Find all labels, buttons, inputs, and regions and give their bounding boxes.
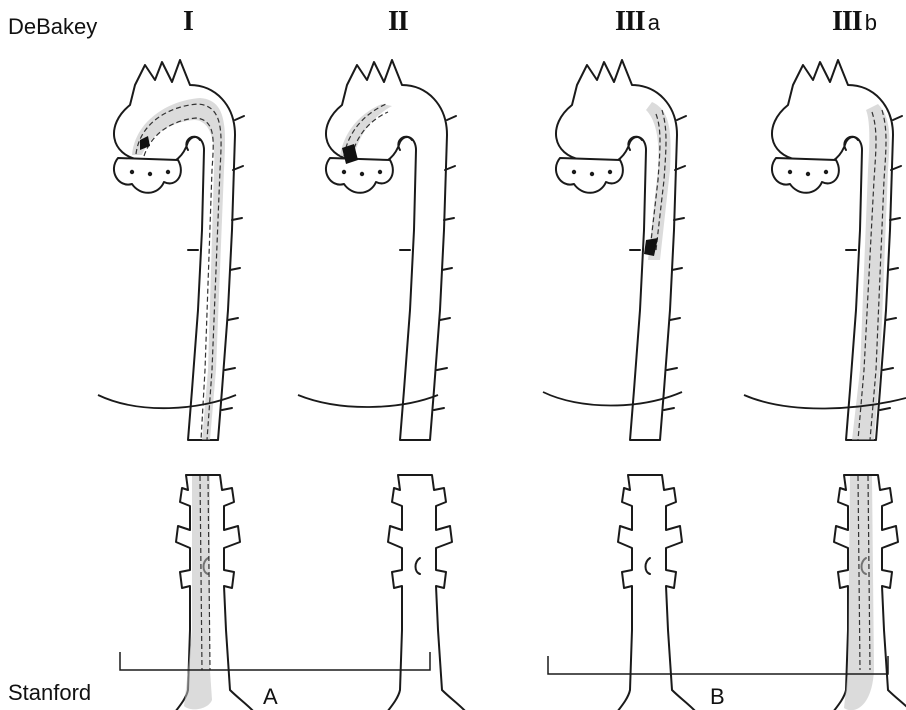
aorta-figure-type-1 <box>114 60 262 710</box>
aorta-figure-type-2 <box>326 60 474 710</box>
aorta-figure-type-3b <box>772 60 906 710</box>
aorta-figure-type-3a <box>556 60 704 710</box>
diaphragm-line-4 <box>744 395 906 409</box>
stanford-bracket-a <box>120 652 430 670</box>
stanford-bracket-b <box>548 656 888 674</box>
